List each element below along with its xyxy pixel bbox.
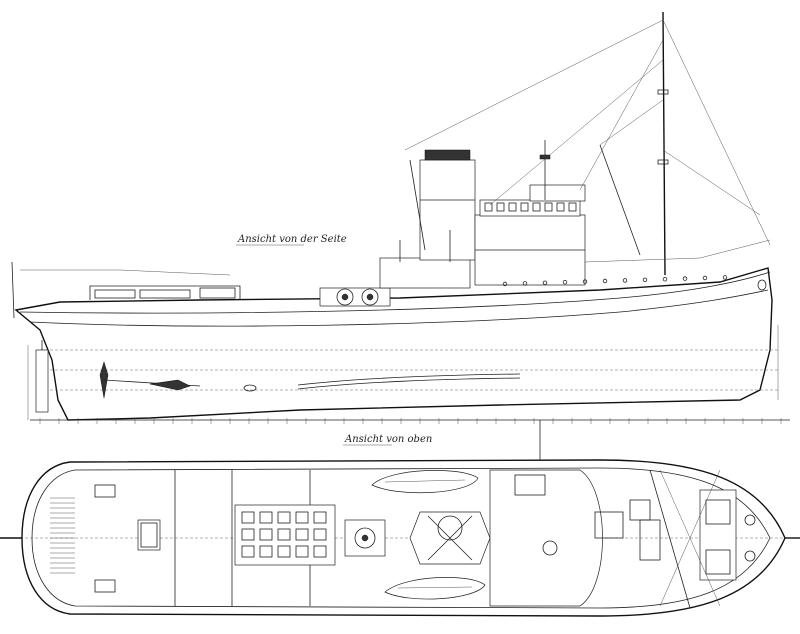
portholes	[502, 275, 728, 287]
hull-outline	[14, 267, 773, 421]
bow-railing	[584, 239, 771, 263]
station-ticks	[39, 418, 782, 424]
winch-plan	[344, 519, 386, 557]
skylight-panel	[259, 545, 273, 558]
porthole	[542, 280, 548, 285]
porthole	[702, 275, 708, 281]
porthole	[602, 278, 608, 284]
aft-bulwark	[89, 285, 241, 300]
bridge-windows	[484, 202, 577, 212]
stern-grating	[50, 497, 75, 574]
bridge-deck-plan	[489, 469, 624, 607]
davit	[409, 159, 426, 251]
skylight-panel	[295, 511, 309, 524]
sheer-strake	[29, 289, 769, 327]
aft-hatch	[137, 519, 161, 551]
plan-hull-outline	[21, 459, 786, 617]
bridge-window	[532, 202, 541, 212]
porthole	[502, 281, 508, 287]
porthole	[682, 276, 688, 281]
skylight-panel	[241, 511, 255, 524]
porthole	[722, 275, 728, 280]
rudder	[35, 349, 49, 413]
side-profile-view: Ansicht von der Seite	[11, 11, 790, 424]
bridge-window	[496, 202, 505, 212]
profile-view-title: Ansicht von der Seite	[237, 234, 347, 245]
deck-sheer-line	[19, 271, 771, 314]
bridge-window	[556, 202, 565, 212]
porthole	[522, 281, 528, 286]
porthole	[662, 277, 668, 282]
bilge-keel	[297, 373, 521, 386]
skylight-panel	[277, 528, 291, 541]
skylight-panel	[295, 528, 309, 541]
derrick-boom	[599, 144, 641, 256]
engine-room-skylight	[234, 504, 336, 566]
towing-winch	[319, 287, 391, 307]
plan-view: Ansicht von oben	[0, 420, 800, 617]
lifeboat-starboard	[371, 470, 479, 494]
porthole	[622, 278, 628, 283]
skylight-panel	[259, 511, 273, 524]
porthole	[562, 280, 568, 285]
forecastle-equipment	[629, 469, 756, 607]
porthole	[642, 277, 648, 282]
skylight-panel	[259, 528, 273, 541]
skylight-panel	[241, 545, 255, 558]
funnel-and-casing	[379, 149, 476, 289]
porthole	[582, 279, 588, 284]
funnel-plan	[409, 511, 491, 565]
bridge-window	[520, 202, 529, 212]
skylight-panels	[241, 511, 327, 558]
bridge-window	[544, 202, 553, 212]
propeller	[99, 361, 201, 399]
skylight-panel	[295, 545, 309, 558]
skylight-panel	[313, 511, 327, 524]
lifeboat-port	[384, 577, 486, 600]
bridge-window	[484, 202, 493, 212]
skylight-panel	[277, 545, 291, 558]
skylight-panel	[277, 511, 291, 524]
skylight-panel	[313, 528, 327, 541]
stern-railing	[20, 269, 231, 276]
hull-opening	[243, 384, 257, 392]
skylight-panel	[313, 545, 327, 558]
skylight-panel	[241, 528, 255, 541]
ensign-staff	[11, 261, 15, 319]
hawse-pipe	[757, 279, 767, 291]
plan-view-title: Ansicht von oben	[344, 434, 432, 445]
masts-and-rigging	[404, 11, 771, 276]
main-mast	[662, 11, 666, 276]
superstructure	[474, 184, 728, 287]
plan-bulwark-inner	[31, 467, 771, 609]
bridge-window	[568, 202, 577, 212]
bridge-window	[508, 202, 517, 212]
